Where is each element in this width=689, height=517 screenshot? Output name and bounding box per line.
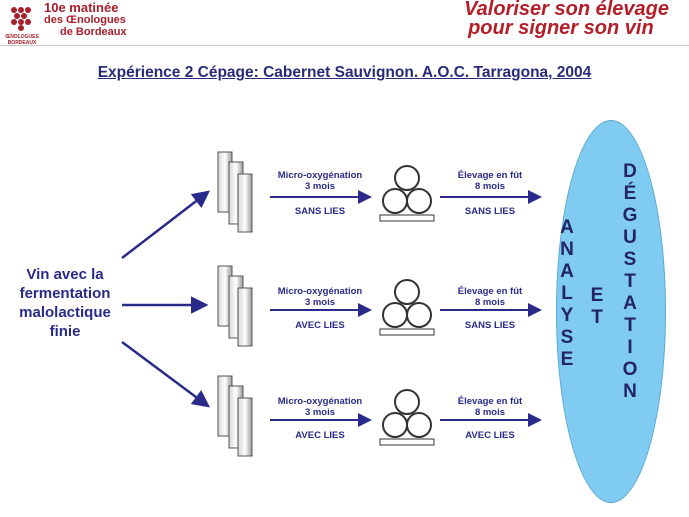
letter: D [623, 161, 637, 182]
letter: E [560, 349, 574, 370]
letter: A [560, 217, 574, 238]
step-duration: 8 mois [474, 407, 506, 418]
source-line: finie [49, 323, 81, 340]
row-2-step1-lees: AVEC LIES [295, 320, 345, 331]
row-1-step2-lees: SANS LIES [464, 206, 516, 217]
tank-icon [217, 265, 253, 347]
letter: N [623, 381, 637, 402]
et-word: E T [587, 285, 607, 329]
step-duration: 8 mois [474, 297, 506, 308]
step-name: Micro-oxygénation [277, 286, 363, 297]
letter: U [623, 227, 637, 248]
degustation-word: D É G U S T A T I O N [620, 161, 640, 403]
source-line: malolactique [19, 304, 111, 321]
row-3-step1-lees: AVEC LIES [295, 430, 345, 441]
step-duration: 3 mois [304, 407, 336, 418]
row-3-step2-label: Élevage en fût 8 mois [432, 396, 548, 418]
tank-icon [217, 375, 253, 457]
slide-title: Valoriser son élevage pour signer son vi… [464, 0, 669, 38]
source-wine-label: Vin avec la fermentation malolactique fi… [10, 265, 120, 341]
branch-arrow-1 [121, 190, 210, 259]
logo-line-3: de Bordeaux [60, 26, 127, 38]
letter: T [591, 307, 603, 328]
letter: G [622, 205, 638, 226]
row-2-step2-lees: SANS LIES [464, 320, 516, 331]
letter: É [623, 183, 637, 204]
branch-arrow-3 [121, 340, 211, 408]
logo: ŒNOLOGUES BORDEAUX 10e matinée des Œnolo… [0, 0, 140, 46]
title-line-1: Valoriser son élevage [464, 0, 669, 20]
letter: A [560, 261, 574, 282]
logo-caption: ŒNOLOGUES BORDEAUX [5, 34, 39, 46]
letter: Y [560, 305, 574, 326]
barrel-stack-icon [379, 389, 435, 446]
row-arrows [270, 190, 542, 427]
row-1-step2-label: Élevage en fût 8 mois [432, 170, 548, 192]
letter: T [624, 315, 636, 336]
step-name: Élevage en fût [457, 286, 523, 297]
source-line: Vin avec la [26, 266, 104, 283]
letter: O [622, 359, 638, 380]
row-3-step1-label: Micro-oxygénation 3 mois [262, 396, 378, 418]
tank-icon [217, 151, 253, 233]
barrel-stack-icon [379, 165, 435, 222]
row-1-step1-lees: SANS LIES [294, 206, 346, 217]
analyse-word: A N A L Y S E [557, 217, 577, 371]
step-name: Élevage en fût [457, 170, 523, 181]
source-line: fermentation [19, 285, 111, 302]
row-2-step1-label: Micro-oxygénation 3 mois [262, 286, 378, 308]
letter: E [590, 285, 604, 306]
step-name: Micro-oxygénation [277, 170, 363, 181]
grape-cluster-icon [11, 7, 31, 31]
step-duration: 8 mois [474, 181, 506, 192]
letter: I [627, 337, 633, 358]
barrel-stack-icon [379, 279, 435, 336]
step-name: Micro-oxygénation [277, 396, 363, 407]
header-divider [0, 45, 689, 46]
letter: L [561, 283, 573, 304]
experiment-subtitle: Expérience 2 Cépage: Cabernet Sauvignon.… [97, 64, 592, 81]
step-duration: 3 mois [304, 181, 336, 192]
letter: A [623, 293, 637, 314]
step-name: Élevage en fût [457, 396, 523, 407]
letter: S [560, 327, 574, 348]
logo-line-2: des Œnologues [44, 14, 126, 26]
step-duration: 3 mois [304, 297, 336, 308]
row-3-step2-lees: AVEC LIES [465, 430, 515, 441]
row-2-step2-label: Élevage en fût 8 mois [432, 286, 548, 308]
outcome-oval [556, 120, 666, 503]
letter: T [624, 271, 636, 292]
letter: N [560, 239, 574, 260]
title-line-2: pour signer son vin [468, 17, 654, 39]
row-1-step1-label: Micro-oxygénation 3 mois [262, 170, 378, 192]
logo-line-1: 10e matinée [44, 0, 119, 15]
letter: S [623, 249, 637, 270]
